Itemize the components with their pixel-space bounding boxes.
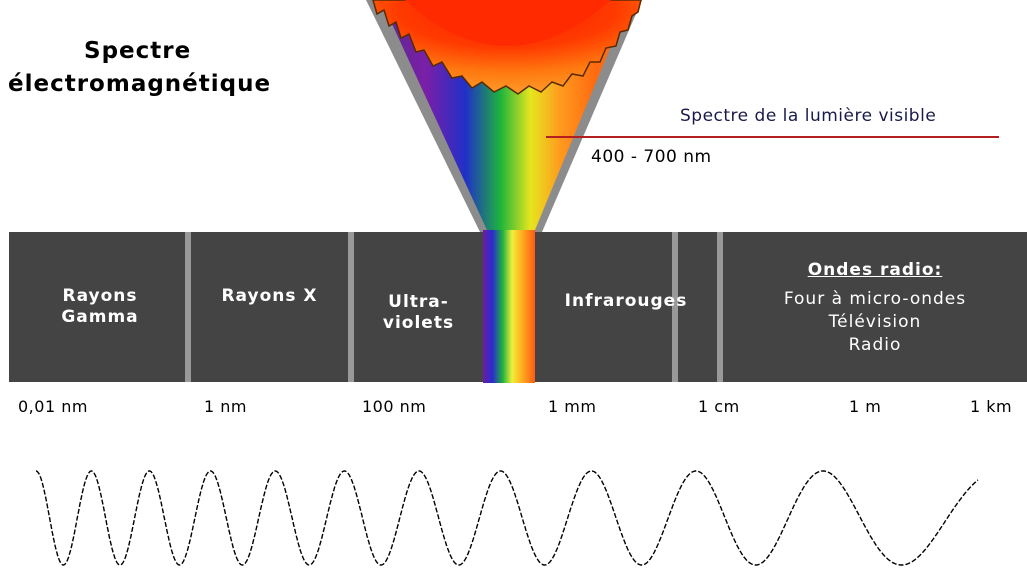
scale-label: 0,01 nm — [18, 397, 88, 416]
visible-light-range: 400 - 700 nm — [591, 147, 712, 167]
sun-icon — [372, 0, 642, 95]
scale-label: 1 cm — [698, 397, 740, 416]
band-dividers — [185, 232, 723, 382]
band-radio-item-microwave: Four à micro-ondes — [783, 289, 967, 309]
band-xray-line1: Rayons X — [221, 286, 318, 306]
scale-label: 1 km — [970, 397, 1013, 416]
scale-label: 1 m — [849, 397, 882, 416]
scale-label: 100 nm — [362, 397, 427, 416]
band-uv-line2: violets — [382, 313, 455, 333]
band-gamma-line2: Gamma — [61, 307, 139, 327]
wavelength-wave — [35, 470, 979, 566]
scale-label: 1 nm — [204, 397, 247, 416]
band-gamma-line1: Rayons — [62, 286, 138, 306]
band-radio-item-radio: Radio — [848, 335, 902, 355]
band-uv-line1: Ultra- — [388, 292, 449, 312]
visible-light-strip — [483, 230, 535, 383]
band-uv-label: Ultra- violets — [356, 292, 481, 334]
band-infrared-line1: Infrarouges — [564, 291, 688, 311]
band-radio-label: Ondes radio: Four à micro-ondes Télévisi… — [725, 258, 1025, 357]
band-infrared-label: Infrarouges — [537, 291, 715, 312]
diagram-title-line2: électromagnétique — [8, 71, 272, 97]
scale-label: 1 mm — [548, 397, 597, 416]
band-radio-item-television: Télévision — [828, 312, 922, 332]
diagram-title-line1: Spectre — [84, 38, 192, 64]
band-radio-title: Ondes radio: — [807, 260, 943, 280]
visible-light-label: Spectre de la lumière visible — [680, 106, 937, 126]
band-gamma-label: Rayons Gamma — [20, 286, 180, 328]
band-xray-label: Rayons X — [193, 286, 346, 307]
